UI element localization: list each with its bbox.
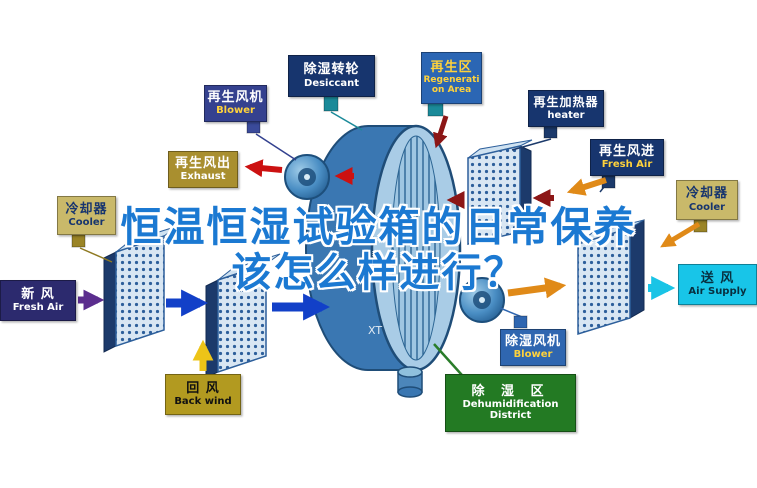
label-regen-blower-en: Blower: [216, 105, 255, 117]
label-dehumid-blower-en: Blower: [513, 349, 553, 361]
label-regen-air-in-zh: 再生风进: [598, 143, 655, 159]
label-fresh-air-zh: 新 风: [21, 286, 55, 302]
label-back-wind: 回 风 Back wind: [165, 374, 241, 415]
label-dehumid-blower: 除湿风机 Blower: [500, 329, 566, 366]
label-regen-air-in-en: Fresh Air: [601, 159, 653, 171]
label-fresh-air-en: Fresh Air: [12, 302, 64, 314]
label-cooler-right-zh: 冷却器: [685, 186, 728, 202]
label-regen-heater-en: heater: [547, 109, 585, 121]
label-regeneration-area: 再生区 Regenerati on Area: [421, 52, 482, 104]
label-regen-air-out-en: Exhaust: [180, 171, 226, 183]
label-back-wind-en: Back wind: [174, 396, 232, 408]
regen-heater-box: [467, 139, 533, 245]
label-air-supply: 送 风 Air Supply: [678, 264, 757, 305]
label-fresh-air: 新 风 Fresh Air: [0, 280, 76, 321]
cooler-box: [577, 219, 645, 336]
connector-square-cooler-left: [71, 234, 86, 248]
label-regen-air-out: 再生风出 Exhaust: [168, 151, 238, 188]
label-dehumid-district-en1: Dehumidification: [462, 399, 559, 411]
page-title: 恒温恒湿试验箱的日常保养 该怎么样进行？: [0, 204, 757, 296]
airflow-arrows: [78, 115, 701, 371]
label-cooler-left: 冷却器 Cooler: [57, 196, 116, 235]
connector-squares: [71, 95, 708, 329]
connector-square-heater: [543, 125, 558, 139]
connector-square-desiccant: [323, 95, 339, 112]
label-dehumid-district: 除 湿 区 Dehumidification District: [445, 374, 576, 432]
label-regeneration-area-en: Regenerati on Area: [423, 75, 480, 96]
label-regen-air-in: 再生风进 Fresh Air: [590, 139, 664, 176]
label-cooler-right: 冷却器 Cooler: [676, 180, 738, 220]
label-air-supply-en: Air Supply: [688, 286, 747, 298]
dehumid-fan: [459, 277, 505, 323]
label-desiccant-zh: 除湿转轮: [303, 62, 360, 78]
label-back-wind-zh: 回 风: [186, 380, 220, 396]
label-regeneration-area-zh: 再生区: [430, 59, 473, 75]
label-regen-air-out-zh: 再生风出: [174, 155, 231, 171]
connector-square-dehumid-blower: [513, 315, 528, 329]
label-cooler-left-en: Cooler: [68, 217, 105, 229]
title-line1: 恒温恒湿试验箱的日常保养: [120, 203, 637, 251]
label-regen-blower: 再生风机 Blower: [204, 85, 267, 122]
label-dehumid-district-zh: 除 湿 区: [471, 383, 550, 399]
label-dehumid-blower-zh: 除湿风机: [504, 333, 561, 349]
label-desiccant-en: Desiccant: [304, 77, 359, 89]
title-line2: 该怎么样进行？: [231, 250, 526, 296]
connector-square-regen-blower: [246, 120, 261, 134]
rotor-watermark: XT: [368, 324, 382, 337]
connector-square-regen-area: [427, 101, 444, 117]
label-cooler-right-en: Cooler: [688, 201, 726, 213]
label-regen-blower-zh: 再生风机: [207, 89, 264, 105]
rotor-motor: [397, 366, 423, 398]
label-dehumid-district-en2: District: [489, 410, 532, 422]
label-regen-heater: 再生加热器 heater: [528, 90, 604, 127]
rotor: XT: [305, 124, 462, 372]
exchanger-left-1: [103, 225, 179, 353]
label-cooler-left-zh: 冷却器: [65, 201, 108, 217]
label-desiccant: 除湿转轮 Desiccant: [288, 55, 375, 97]
label-regen-heater-zh: 再生加热器: [533, 95, 599, 110]
regen-fan: [284, 154, 330, 200]
label-air-supply-zh: 送 风: [700, 270, 735, 286]
